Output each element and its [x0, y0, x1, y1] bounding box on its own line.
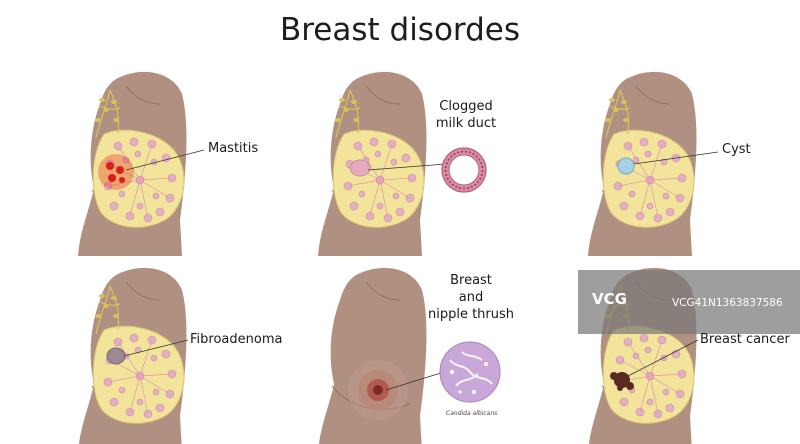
watermark-id: VCG41N1363837586	[672, 297, 783, 309]
label-thrush-line1: Breast	[450, 273, 492, 288]
panel-clogged-milk-duct	[317, 71, 487, 257]
inflamed-lobules	[106, 162, 125, 183]
watermark-band	[578, 270, 800, 334]
pointer-line	[125, 149, 205, 171]
panel-breast-cancer	[587, 267, 699, 444]
label-cyst: Cyst	[722, 142, 751, 157]
panel-cyst	[587, 71, 719, 257]
label-mastitis: Mastitis	[208, 141, 259, 156]
label-clogged-milk-duct: Clogged milk duct	[434, 98, 498, 132]
watermark-logo: VCG	[592, 290, 627, 308]
tumor-mass	[610, 372, 634, 391]
cyst-shape	[617, 157, 635, 175]
candida-caption: Candida albicans	[446, 410, 498, 417]
candida-micrograph	[439, 341, 501, 403]
label-clogged-line2: milk duct	[435, 116, 497, 131]
label-thrush-line3: nipple thrush	[427, 307, 515, 322]
clogged-duct	[349, 159, 371, 177]
label-nipple-thrush: Breast and nipple thrush	[426, 272, 516, 323]
diagram-title: Breast disordes	[279, 12, 521, 48]
fibroadenoma-mass	[106, 347, 126, 365]
panel-nipple-thrush	[317, 267, 501, 444]
label-fibroadenoma: Fibroadenoma	[190, 332, 283, 347]
label-thrush-line2: and	[458, 290, 484, 305]
panel-mastitis	[77, 71, 205, 257]
label-breast-cancer: Breast cancer	[700, 332, 790, 347]
nipple-rings	[348, 360, 408, 420]
duct-cross-section	[441, 147, 487, 193]
label-clogged-line1: Clogged	[439, 99, 493, 114]
panel-fibroadenoma	[77, 267, 189, 444]
inflammation-area	[98, 154, 134, 190]
